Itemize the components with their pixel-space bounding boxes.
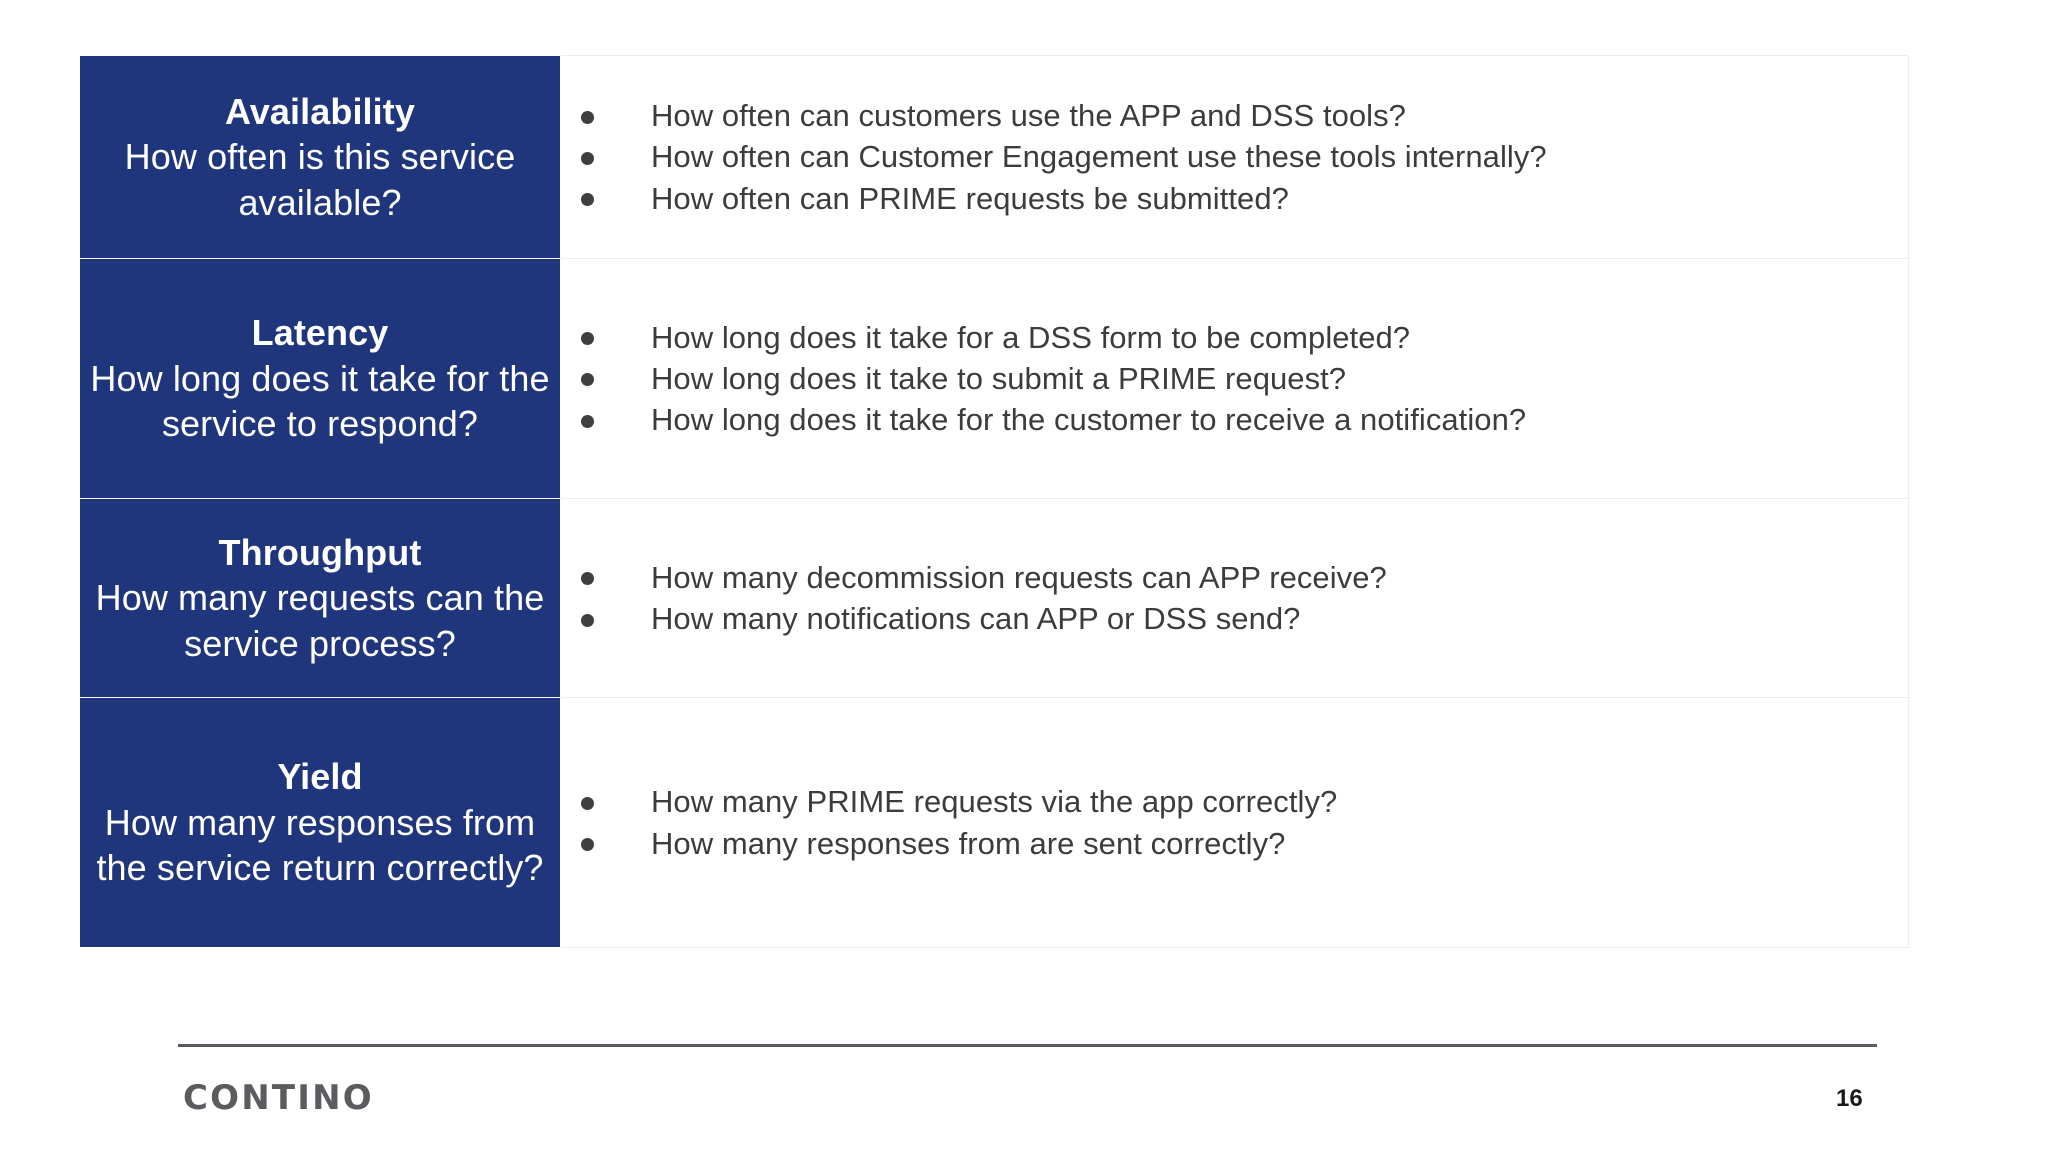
list-item: How often can Customer Engagement use th…	[561, 136, 1908, 177]
category-cell-availability: Availability How often is this service a…	[79, 55, 561, 259]
question-list: How often can customers use the APP and …	[561, 95, 1908, 219]
list-item: How many responses from are sent correct…	[561, 823, 1908, 864]
bullet-icon	[581, 838, 594, 851]
footer-divider	[178, 1044, 1877, 1047]
contino-logo: CONTINO	[183, 1078, 374, 1118]
category-cell-yield: Yield How many responses from the servic…	[79, 697, 561, 948]
list-item: How many PRIME requests via the app corr…	[561, 781, 1908, 822]
list-item: How long does it take for the customer t…	[561, 399, 1908, 440]
list-item: How many decommission requests can APP r…	[561, 557, 1908, 598]
questions-cell-latency: How long does it take for a DSS form to …	[560, 258, 1909, 499]
question-list: How many decommission requests can APP r…	[561, 557, 1908, 639]
table-row: Latency How long does it take for the se…	[79, 258, 1909, 499]
table-row: Yield How many responses from the servic…	[79, 697, 1909, 948]
question-text: How long does it take to submit a PRIME …	[651, 360, 1347, 396]
question-text: How long does it take for the customer t…	[651, 402, 1527, 438]
question-text: How many responses from are sent correct…	[651, 825, 1286, 861]
category-cell-throughput: Throughput How many requests can the ser…	[79, 498, 561, 698]
questions-cell-throughput: How many decommission requests can APP r…	[560, 498, 1909, 698]
bullet-icon	[581, 796, 594, 810]
category-title: Yield	[277, 756, 363, 798]
questions-cell-availability: How often can customers use the APP and …	[560, 55, 1909, 259]
questions-cell-yield: How many PRIME requests via the app corr…	[560, 697, 1909, 948]
bullet-icon	[581, 613, 594, 627]
question-text: How many decommission requests can APP r…	[651, 559, 1387, 595]
list-item: How often can PRIME requests be submitte…	[561, 178, 1908, 219]
question-text: How often can Customer Engagement use th…	[651, 139, 1547, 175]
bullet-icon	[581, 332, 594, 346]
category-subtitle: How many requests can the service proces…	[95, 577, 545, 664]
category-subtitle: How many responses from the service retu…	[96, 801, 544, 889]
slo-question-table: Availability How often is this service a…	[79, 55, 1909, 948]
bullet-icon	[581, 110, 594, 124]
question-list: How long does it take for a DSS form to …	[561, 317, 1908, 441]
question-list: How many PRIME requests via the app corr…	[561, 781, 1908, 863]
category-title: Availability	[225, 90, 415, 132]
category-subtitle: How often is this service available?	[124, 136, 516, 223]
question-text: How many PRIME requests via the app corr…	[651, 784, 1338, 820]
table-row: Throughput How many requests can the ser…	[79, 498, 1909, 698]
question-text: How often can customers use the APP and …	[651, 98, 1406, 134]
question-text: How long does it take for a DSS form to …	[651, 319, 1411, 355]
table-row: Availability How often is this service a…	[79, 55, 1909, 259]
list-item: How often can customers use the APP and …	[561, 95, 1908, 136]
page-number: 16	[1836, 1085, 1863, 1112]
question-text: How many notifications can APP or DSS se…	[651, 601, 1301, 636]
bullet-icon	[581, 373, 594, 387]
list-item: How many notifications can APP or DSS se…	[561, 598, 1908, 639]
bullet-icon	[581, 193, 594, 207]
category-subtitle: How long does it take for the service to…	[90, 357, 550, 445]
list-item: How long does it take to submit a PRIME …	[561, 358, 1908, 399]
category-cell-latency: Latency How long does it take for the se…	[79, 258, 561, 499]
bullet-icon	[581, 414, 594, 428]
category-title: Throughput	[218, 531, 422, 573]
bullet-icon	[581, 151, 594, 165]
bullet-icon	[581, 572, 594, 586]
question-text: How often can PRIME requests be submitte…	[651, 180, 1289, 216]
list-item: How long does it take for a DSS form to …	[561, 317, 1908, 358]
category-title: Latency	[251, 312, 389, 354]
